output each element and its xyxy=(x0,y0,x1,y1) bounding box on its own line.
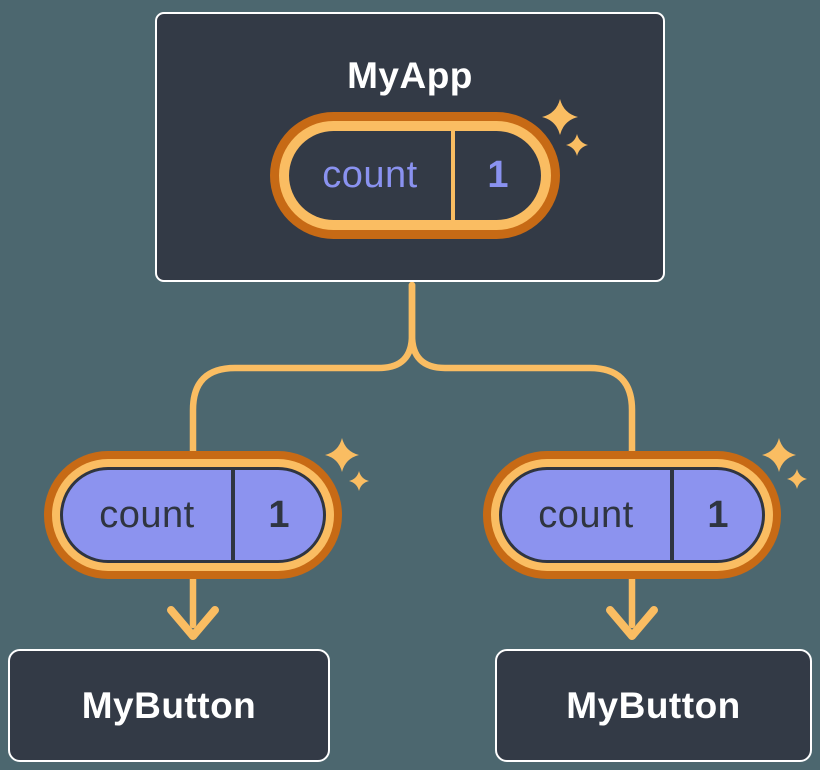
pill-divider xyxy=(231,470,235,560)
connector-root-to-right-child xyxy=(408,281,636,468)
arrow-down-icon-left xyxy=(167,606,219,640)
prop-value: 1 xyxy=(268,493,290,536)
connector-root-to-left-child xyxy=(189,281,416,468)
arrow-down-icon-right xyxy=(606,606,658,640)
state-pill-body: count 1 xyxy=(289,131,541,220)
pill-divider xyxy=(451,131,455,220)
pill-divider xyxy=(670,470,674,560)
prop-pill-ring: count 1 xyxy=(491,459,773,571)
component-title-myapp: MyApp xyxy=(347,55,473,96)
prop-pill-right: count 1 xyxy=(483,451,781,579)
prop-value: 1 xyxy=(707,493,729,536)
state-pill-ring: count 1 xyxy=(279,121,551,230)
prop-pill-body: count 1 xyxy=(499,467,765,563)
prop-pill-left: count 1 xyxy=(44,451,342,579)
prop-label: count xyxy=(538,493,634,536)
component-title-mybutton-right: MyButton xyxy=(566,684,741,726)
component-box-mybutton-right: MyButton xyxy=(495,649,812,762)
prop-label: count xyxy=(99,493,195,536)
state-pill-myapp: count 1 xyxy=(270,112,560,239)
state-label: count xyxy=(322,154,418,196)
component-box-mybutton-left: MyButton xyxy=(8,649,330,762)
prop-pill-body: count 1 xyxy=(60,467,326,563)
prop-pill-ring: count 1 xyxy=(52,459,334,571)
state-value: 1 xyxy=(487,154,509,196)
component-title-mybutton-left: MyButton xyxy=(81,684,257,726)
